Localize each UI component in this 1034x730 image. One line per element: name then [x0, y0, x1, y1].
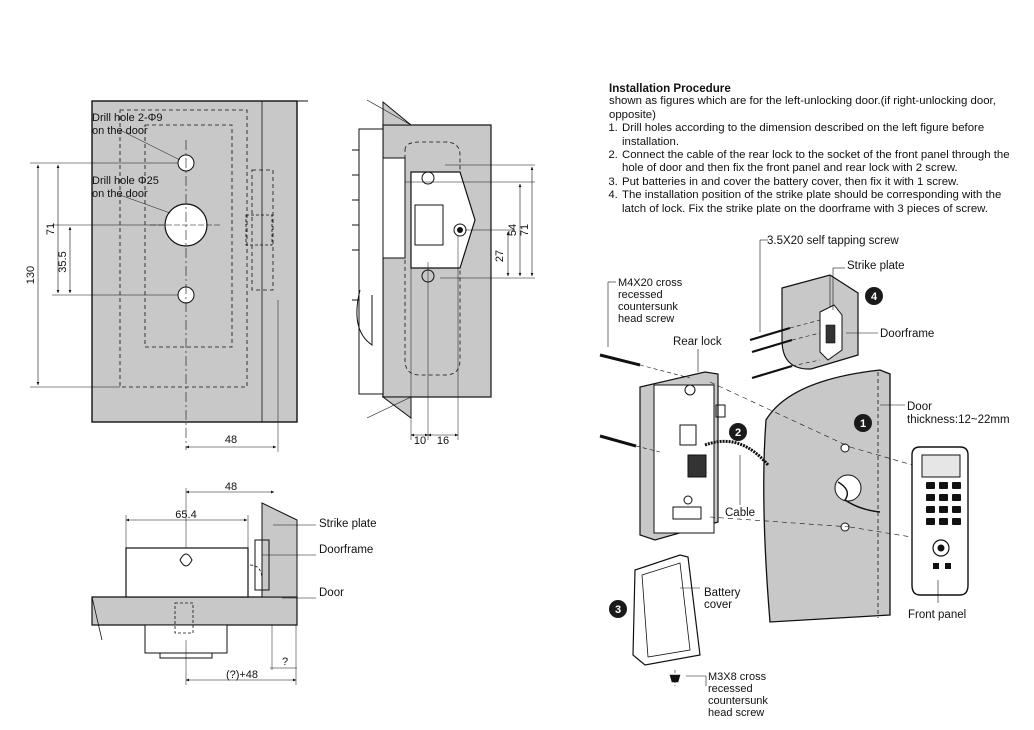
- step-badge-3: 3: [609, 600, 627, 618]
- door-section-top: [91, 596, 298, 626]
- label-m3-line4: head screw: [708, 707, 764, 719]
- dim-48-top: 48: [225, 481, 237, 493]
- label-door: Door: [907, 401, 932, 413]
- step-badge-4: 4: [865, 287, 883, 305]
- top-view-drawing: [91, 488, 316, 685]
- label-m4-line1: M4X20 cross: [618, 277, 683, 289]
- dim-71-front: 71: [45, 223, 57, 235]
- procedure-step-3: Put batteries in and cover the battery c…: [621, 176, 1014, 189]
- drill-large-label-1: Drill hole Φ25: [92, 175, 159, 187]
- label-3-5x20-screw: 3.5X20 self tapping screw: [767, 235, 899, 247]
- svg-text:1: 1: [860, 418, 866, 430]
- drill-small-label-2: on the door: [92, 125, 148, 137]
- dim-54: 54: [507, 224, 519, 236]
- label-m4-line3: countersunk: [618, 301, 678, 313]
- dim-130: 130: [25, 266, 37, 284]
- label-door-thickness: thickness:12~22mm: [907, 414, 1010, 426]
- step-badge-2: 2: [729, 423, 747, 441]
- procedure-step-2: Connect the cable of the rear lock to th…: [621, 149, 1014, 176]
- procedure-step-1: Drill holes according to the dimension d…: [621, 122, 1014, 149]
- door-panel-exploded: [763, 369, 891, 623]
- top-label-doorframe: Doorframe: [319, 544, 373, 556]
- drill-large-label-2: on the door: [92, 188, 148, 200]
- label-cable: Cable: [725, 507, 755, 519]
- battery-cover-part: [632, 554, 701, 666]
- procedure-title: Installation Procedure: [609, 82, 731, 95]
- procedure-subtitle: shown as figures which are for the left-…: [609, 95, 996, 121]
- dim-27: 27: [494, 250, 506, 262]
- dim-71-side: 71: [519, 224, 531, 236]
- label-m3-line3: countersunk: [708, 695, 768, 707]
- label-battery-line1: Battery: [704, 587, 741, 599]
- dim-16: 16: [437, 435, 449, 447]
- side-view-drawing: [352, 99, 535, 440]
- dim-q: ?: [282, 656, 288, 668]
- front-panel-side: [358, 128, 384, 395]
- exploded-view-drawing: [599, 239, 969, 686]
- label-front-panel: Front panel: [908, 609, 966, 621]
- rear-lock-top: [125, 547, 249, 598]
- label-m3-line1: M3X8 cross: [708, 671, 767, 683]
- installation-procedure: Installation Procedure shown as figures …: [609, 82, 1014, 216]
- dim-q-plus-48: (?)+48: [226, 669, 258, 681]
- svg-text:4: 4: [871, 291, 878, 303]
- dim-35-5: 35.5: [57, 251, 69, 272]
- label-m3-line2: recessed: [708, 683, 753, 695]
- mounting-outline: [119, 109, 248, 388]
- front-view-drawing: [30, 100, 308, 452]
- label-strike-plate: Strike plate: [847, 260, 905, 272]
- dim-48-front: 48: [225, 434, 237, 446]
- top-label-door: Door: [319, 587, 344, 599]
- svg-text:2: 2: [735, 427, 741, 439]
- label-m4-line2: recessed: [618, 289, 663, 301]
- procedure-steps: Drill holes according to the dimension d…: [609, 122, 1014, 216]
- label-battery-line2: cover: [704, 599, 732, 611]
- drill-small-label-1: Drill hole 2-Φ9: [92, 112, 163, 124]
- label-doorframe: Doorframe: [880, 328, 934, 340]
- label-rear-lock: Rear lock: [673, 336, 722, 348]
- dim-10: 10: [414, 435, 426, 447]
- keypad-buttons: [926, 482, 961, 525]
- door-panel-front: [91, 100, 298, 423]
- dim-65-4: 65.4: [175, 509, 196, 521]
- procedure-step-4: The installation position of the strike …: [621, 189, 1014, 216]
- svg-text:3: 3: [615, 604, 621, 616]
- step-badge-1: 1: [854, 414, 872, 432]
- label-m4-line4: head screw: [618, 313, 674, 325]
- top-label-strike-plate: Strike plate: [319, 518, 377, 530]
